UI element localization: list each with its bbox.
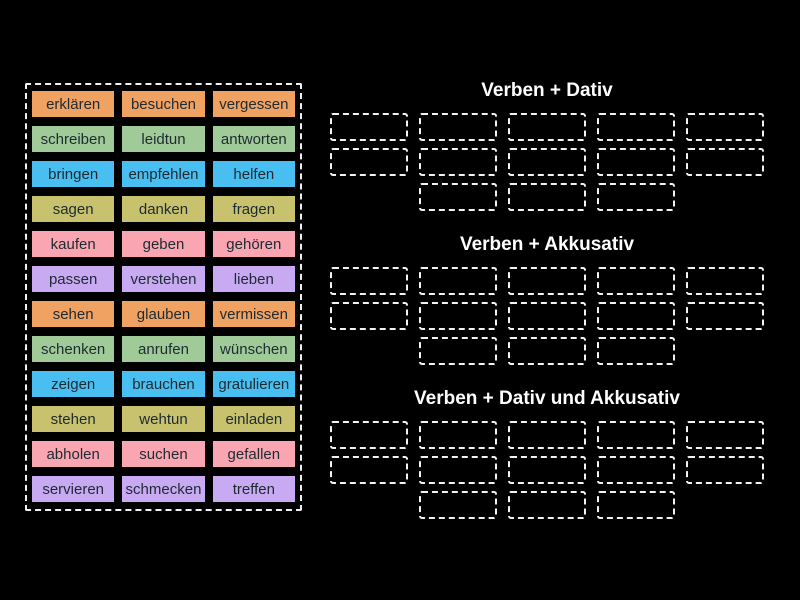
word-tile[interactable]: leidtun (120, 124, 207, 154)
word-tile[interactable]: sagen (30, 194, 117, 224)
slot-row (330, 302, 764, 330)
slot-row (330, 267, 764, 295)
word-tile[interactable]: gratulieren (210, 369, 297, 399)
drop-slot[interactable] (508, 113, 586, 141)
group-title: Verben + Dativ und Akkusativ (414, 388, 680, 409)
drop-slot[interactable] (419, 267, 497, 295)
drop-slot[interactable] (597, 456, 675, 484)
drop-slot[interactable] (508, 302, 586, 330)
group-dativ-und-akkusativ: Verben + Dativ und Akkusativ (330, 388, 764, 519)
drop-slot[interactable] (686, 421, 764, 449)
word-tile[interactable]: bringen (30, 159, 117, 189)
drop-slot[interactable] (419, 302, 497, 330)
drop-slot[interactable] (419, 456, 497, 484)
drop-slot[interactable] (597, 421, 675, 449)
group-akkusativ: Verben + Akkusativ (330, 234, 764, 365)
word-tile[interactable]: gefallen (210, 439, 297, 469)
word-tile[interactable]: danken (120, 194, 207, 224)
drop-slot[interactable] (508, 456, 586, 484)
drop-slot[interactable] (419, 421, 497, 449)
word-tile[interactable]: besuchen (120, 89, 207, 119)
word-tile[interactable]: vergessen (210, 89, 297, 119)
drop-slot[interactable] (419, 148, 497, 176)
word-tile[interactable]: kaufen (30, 229, 117, 259)
word-tile[interactable]: sehen (30, 299, 117, 329)
drop-slot[interactable] (330, 148, 408, 176)
slot-row (330, 456, 764, 484)
word-tile[interactable]: verstehen (120, 264, 207, 294)
word-tile[interactable]: passen (30, 264, 117, 294)
slot-row (330, 421, 764, 449)
drop-slot[interactable] (597, 267, 675, 295)
drop-slot[interactable] (508, 183, 586, 211)
word-tile[interactable]: schenken (30, 334, 117, 364)
slot-row (330, 113, 764, 141)
word-tile[interactable]: anrufen (120, 334, 207, 364)
drop-slot[interactable] (508, 337, 586, 365)
word-tile[interactable]: stehen (30, 404, 117, 434)
word-tile[interactable]: schmecken (120, 474, 207, 504)
drop-slot[interactable] (419, 183, 497, 211)
slot-row (330, 183, 764, 211)
drop-slot[interactable] (508, 148, 586, 176)
drop-slot[interactable] (508, 267, 586, 295)
drop-slot[interactable] (597, 183, 675, 211)
slot-row (330, 491, 764, 519)
drop-slot[interactable] (686, 113, 764, 141)
group-slots (330, 113, 764, 211)
group-dativ: Verben + Dativ (330, 80, 764, 211)
word-tile[interactable]: vermissen (210, 299, 297, 329)
drop-slot[interactable] (330, 456, 408, 484)
drop-slot[interactable] (597, 148, 675, 176)
word-tile[interactable]: geben (120, 229, 207, 259)
slot-row (330, 337, 764, 365)
drop-slot[interactable] (419, 113, 497, 141)
word-tile[interactable]: wehtun (120, 404, 207, 434)
group-slots (330, 421, 764, 519)
word-tile[interactable]: helfen (210, 159, 297, 189)
drop-slot[interactable] (597, 113, 675, 141)
drop-slot[interactable] (597, 302, 675, 330)
drop-slot[interactable] (686, 267, 764, 295)
group-title: Verben + Akkusativ (459, 234, 635, 255)
word-tile[interactable]: gehören (210, 229, 297, 259)
word-tile[interactable]: antworten (210, 124, 297, 154)
word-tile[interactable]: wünschen (210, 334, 297, 364)
drop-slot[interactable] (330, 302, 408, 330)
word-tile[interactable]: brauchen (120, 369, 207, 399)
word-tile[interactable]: empfehlen (120, 159, 207, 189)
group-slots (330, 267, 764, 365)
slot-row (330, 148, 764, 176)
word-tile[interactable]: lieben (210, 264, 297, 294)
drop-slot[interactable] (419, 337, 497, 365)
word-tile[interactable]: zeigen (30, 369, 117, 399)
drop-slot[interactable] (330, 421, 408, 449)
word-tile[interactable]: erklären (30, 89, 117, 119)
drop-slot[interactable] (597, 337, 675, 365)
drop-slot[interactable] (597, 491, 675, 519)
word-tile[interactable]: schreiben (30, 124, 117, 154)
word-tile[interactable]: glauben (120, 299, 207, 329)
drop-slot[interactable] (508, 421, 586, 449)
word-tile[interactable]: fragen (210, 194, 297, 224)
word-tile[interactable]: suchen (120, 439, 207, 469)
word-tile[interactable]: abholen (30, 439, 117, 469)
drop-slot[interactable] (686, 456, 764, 484)
word-tile[interactable]: einladen (210, 404, 297, 434)
drop-slot[interactable] (508, 491, 586, 519)
drop-slot[interactable] (686, 302, 764, 330)
group-title: Verben + Dativ (481, 80, 613, 101)
word-tile[interactable]: servieren (30, 474, 117, 504)
drop-slot[interactable] (330, 113, 408, 141)
drop-slot[interactable] (419, 491, 497, 519)
drop-slot[interactable] (330, 267, 408, 295)
word-tile[interactable]: treffen (210, 474, 297, 504)
drop-slot[interactable] (686, 148, 764, 176)
groups-column: Verben + Dativ Verben + Akkusativ Verben… (330, 80, 764, 542)
